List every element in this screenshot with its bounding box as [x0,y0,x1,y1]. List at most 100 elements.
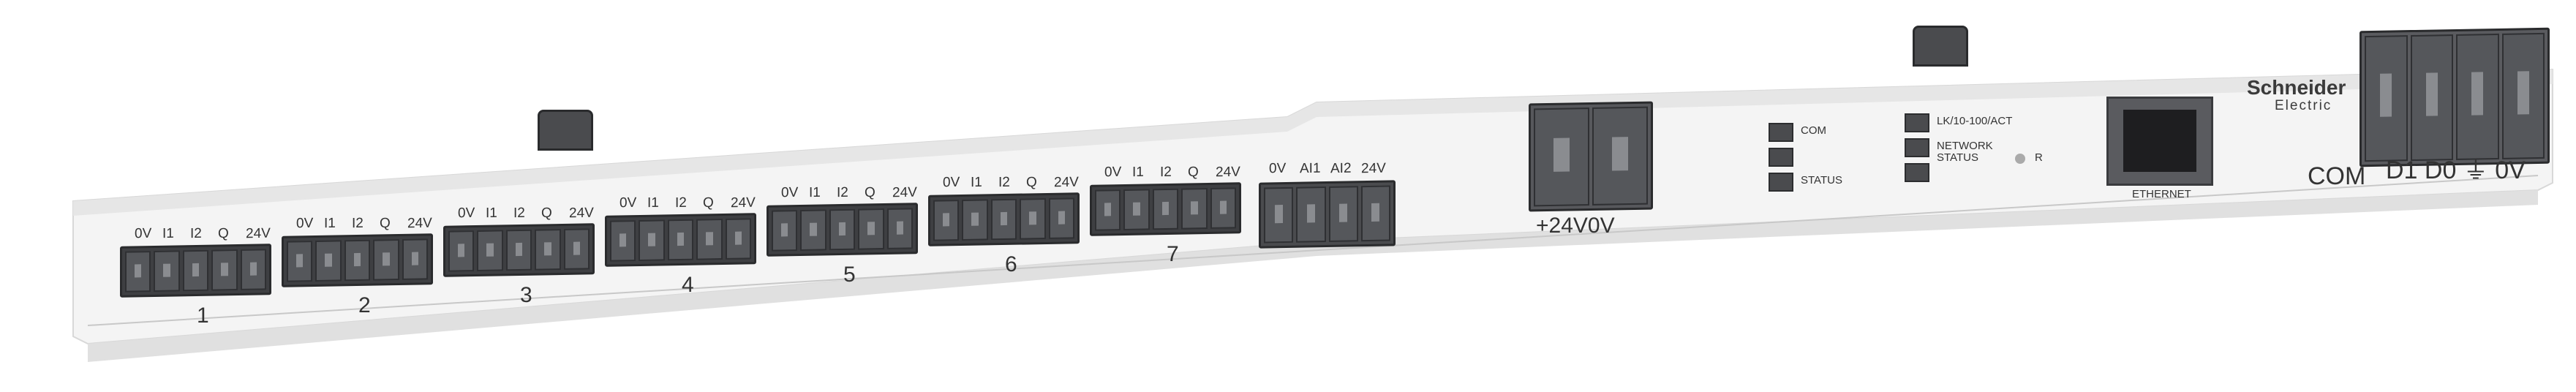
pin-label: 24V [892,184,917,201]
led-label: COM [1801,124,1826,137]
pin-label: 24V [569,205,594,222]
pin-label: I1 [809,184,821,201]
led-label: NETWORK STATUS [1937,140,1993,164]
pin-label: 24V [246,225,271,242]
io-connector-7[interactable] [1090,182,1241,236]
terminal-pin [211,249,238,291]
module-number: 6 [1005,252,1017,276]
terminal-pin [1048,197,1075,239]
pin-label: 24V [1361,160,1386,177]
terminal-pin [1360,185,1390,242]
terminal-pin [1264,186,1294,244]
terminal-pin [448,230,475,272]
com-pin-labels: D1 D0 ⏚ 0V [2386,157,2526,184]
pin-label: Q [1026,174,1037,191]
terminal-pin [373,239,399,281]
pin-label: I2 [998,174,1010,191]
terminal-pin [990,198,1017,241]
terminal-pin [1020,198,1046,240]
power-label: +24V0V [1536,214,1615,238]
pin-label: I2 [352,215,364,232]
pin-label: 24V [1216,164,1240,181]
pin-label: I1 [324,215,336,232]
pin-label: Q [218,225,229,242]
reset-button[interactable] [2015,154,2025,164]
pin-label: 0V [619,195,637,211]
terminal-pin [1181,188,1208,230]
status-led [1905,138,1929,157]
terminal-pin [886,208,914,249]
terminal-pin [477,230,503,271]
io-connector-3[interactable] [443,223,595,277]
module-number: 2 [358,293,371,317]
terminal-pin [725,218,752,260]
pin-label: Q [865,184,875,201]
pin-label: 0V [1104,164,1122,181]
pin-label: I1 [1132,164,1144,181]
pin-label: AI1 [1300,160,1321,177]
pin-label: 0V [296,215,314,232]
din-clip [538,110,593,151]
pin-label: I2 [190,225,202,242]
io-connector-5[interactable] [767,203,918,257]
led-label: LK/10-100/ACT [1937,115,2013,127]
brand-sub: Electric [2275,98,2332,113]
module-number: 5 [843,263,856,287]
ethernet-port[interactable] [2106,97,2213,186]
status-led [1769,123,1793,142]
pin-label: Q [703,195,714,211]
terminal-pin [1095,189,1121,231]
pin-label: Q [1188,164,1199,181]
terminal-pin [667,219,694,261]
power-connector[interactable] [1529,101,1653,212]
io-connector-2[interactable] [282,233,433,287]
terminal-pin [182,249,209,292]
module-number: 3 [520,283,532,307]
terminal-pin [344,239,371,282]
pin-label: 0V [1269,160,1287,177]
brand-logo: Schneider [2247,76,2346,99]
terminal-pin [858,208,884,250]
pin-label: I2 [1160,164,1172,181]
terminal-pin [1210,187,1237,229]
terminal-pin [610,220,636,262]
pin-label: 24V [1054,174,1079,191]
pin-label: I1 [971,174,982,191]
com-label: COM [2308,162,2366,190]
terminal-pin [154,250,180,292]
terminal-pin [800,209,826,251]
com-connector[interactable] [2360,27,2550,167]
terminal-pin [240,249,267,290]
terminal-pin [962,199,988,241]
led-label: STATUS [1801,174,1842,186]
ethernet-label: ETHERNET [2132,188,2191,200]
pin-label: I2 [513,205,525,222]
pin-label: I2 [837,184,848,201]
pin-label: Q [380,215,391,232]
din-clip [1913,26,1968,67]
terminal-pin [1328,186,1358,242]
module-number: 4 [682,273,694,297]
terminal-pin [829,208,856,251]
io-connector-6[interactable] [928,192,1080,246]
terminal-pin [1296,186,1326,243]
pin-label: 24V [731,195,756,211]
reset-label: R [2035,151,2043,164]
terminal-pin [696,219,723,260]
status-led [1905,113,1929,132]
pin-label: I1 [647,195,659,211]
terminal-pin [402,238,429,280]
terminal-pin [125,251,151,293]
status-led [1769,148,1793,167]
terminal-pin [1123,189,1150,230]
io-connector-4[interactable] [605,213,756,267]
pin-label: I1 [486,205,497,222]
terminal-pin [535,229,561,271]
status-led [1769,173,1793,192]
pin-label: Q [541,205,552,222]
pin-label: 24V [407,215,432,232]
io-connector-1[interactable] [120,244,271,298]
module-number: 1 [197,304,209,328]
module-number: 7 [1167,242,1179,266]
terminal-pin [772,210,798,252]
